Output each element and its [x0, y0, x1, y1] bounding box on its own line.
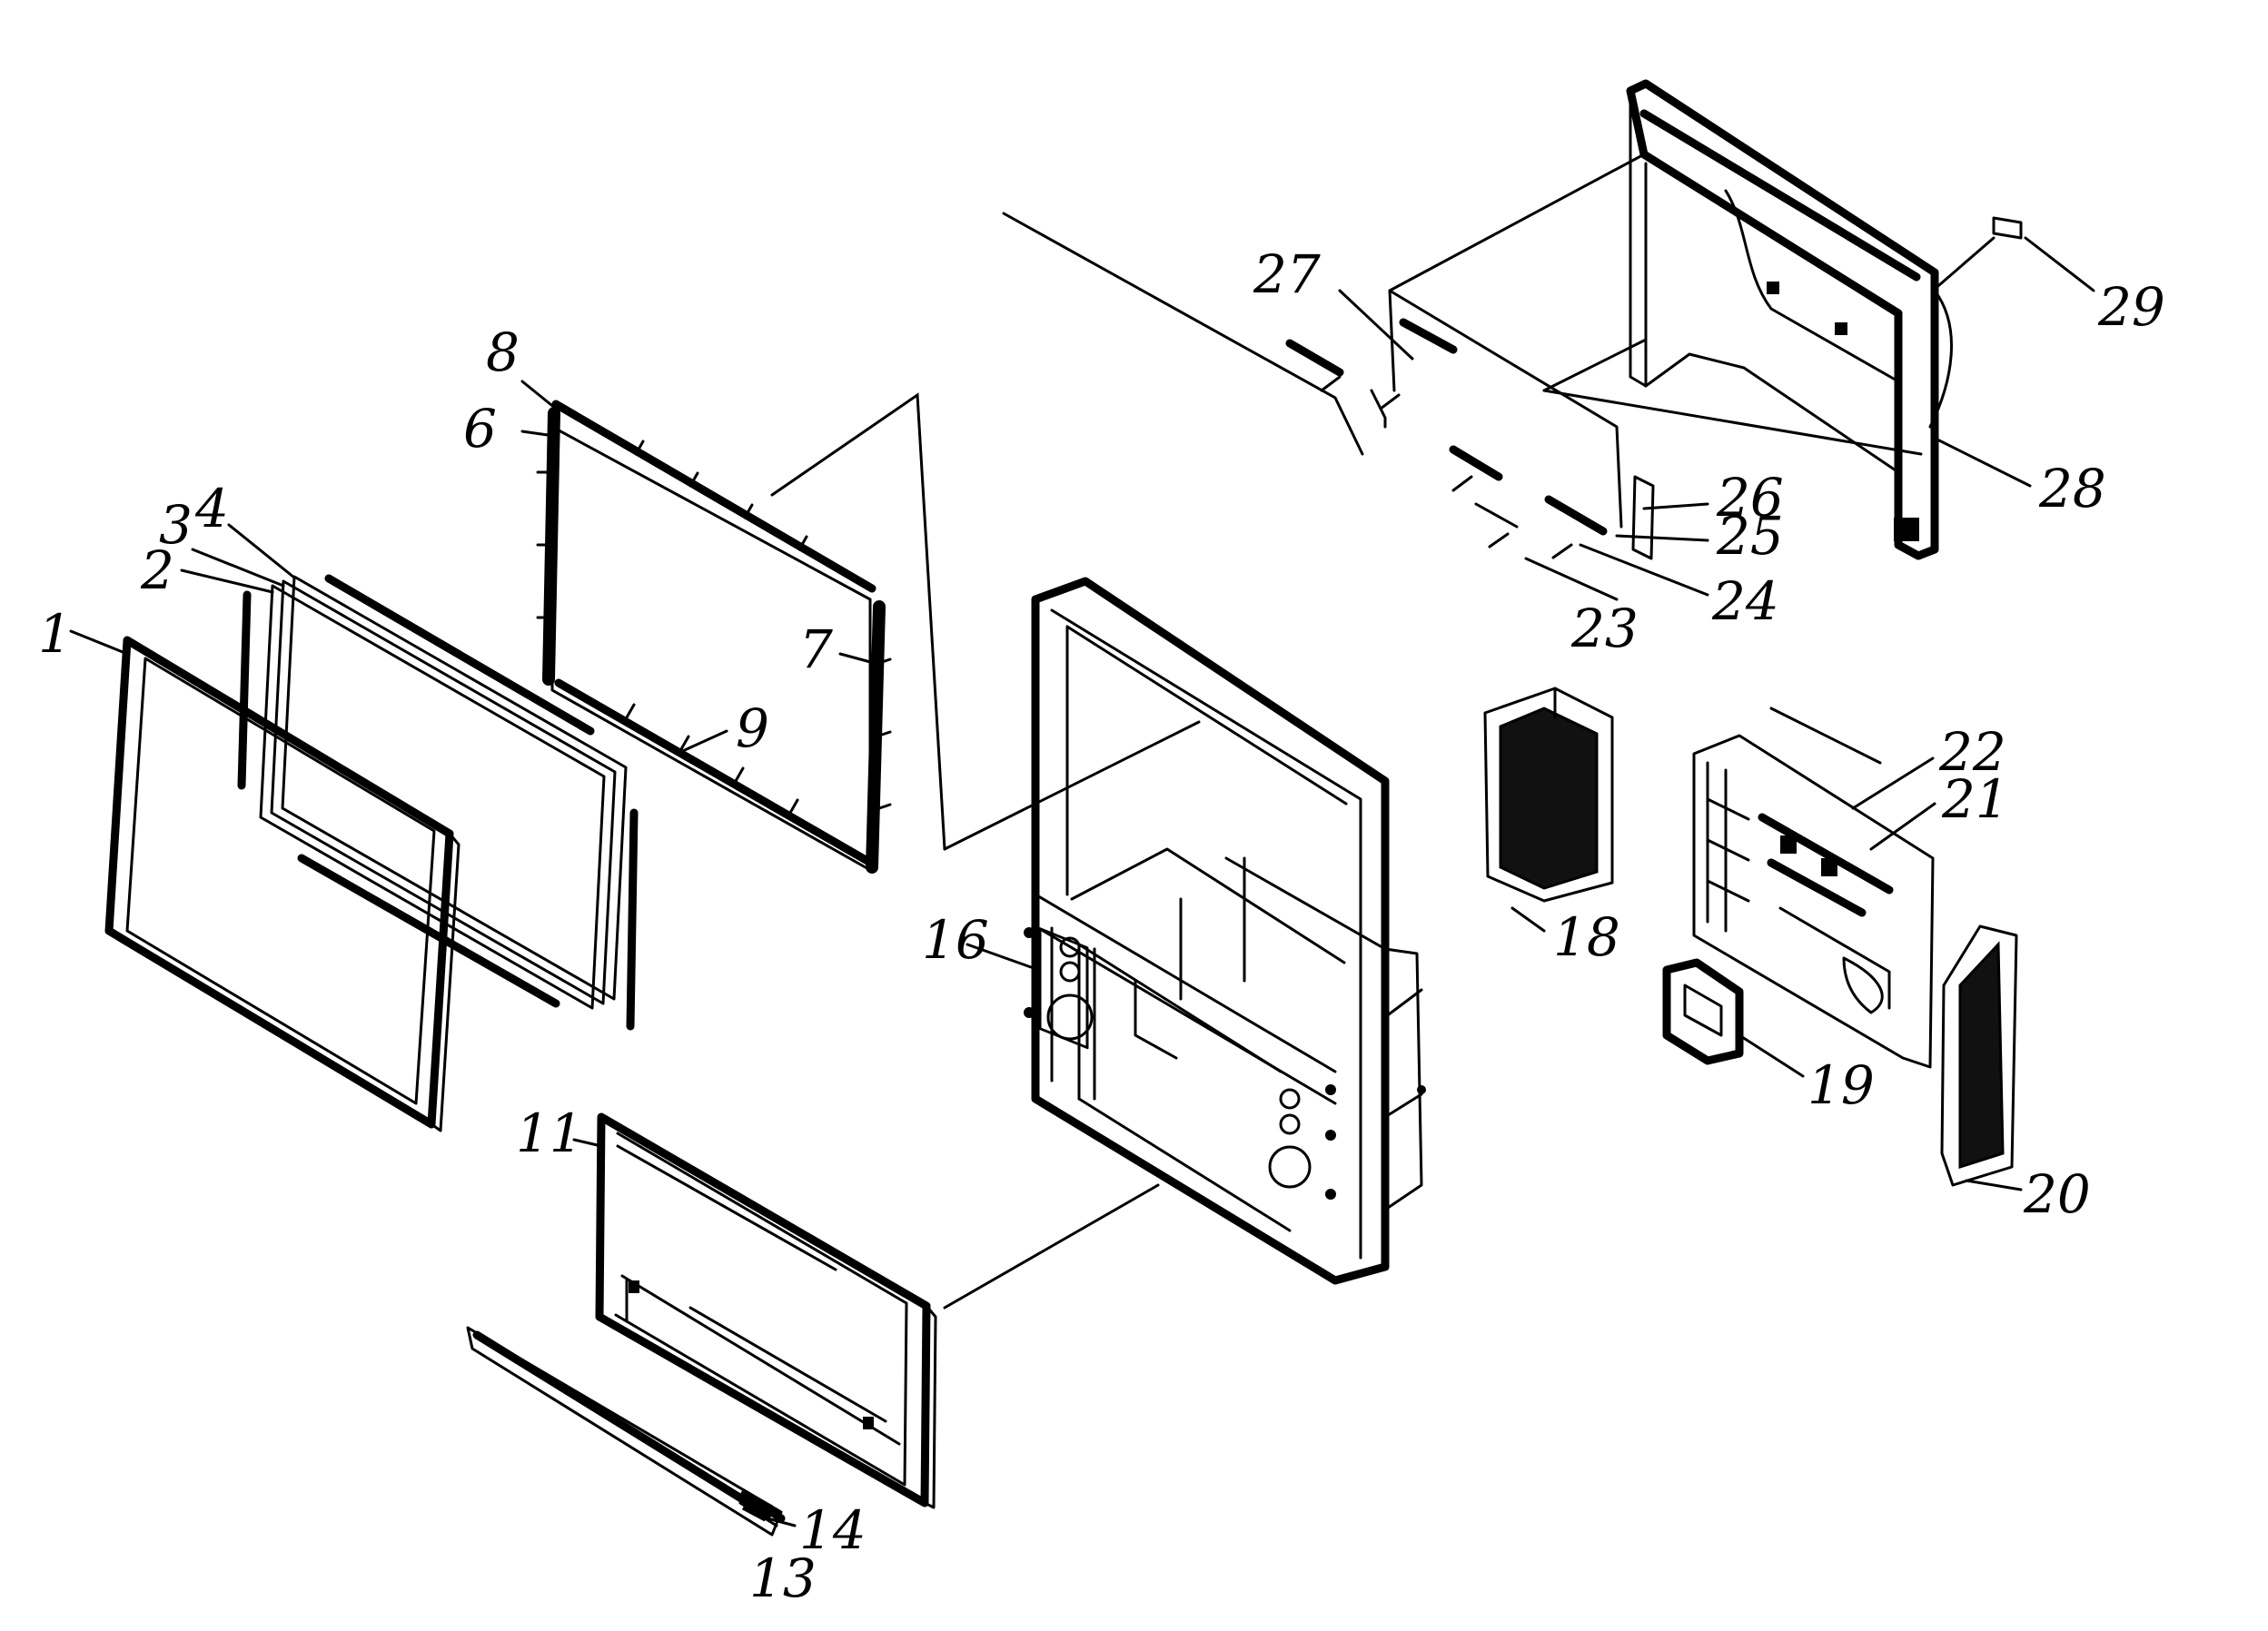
callout-1: 1: [38, 603, 72, 665]
part-13-14-speaker-strip: [466, 1326, 786, 1537]
callout-9: 9: [736, 697, 769, 759]
assembly-guide-lines: [770, 212, 1923, 1310]
callout-18: 18: [1553, 906, 1620, 968]
callout-3: 3: [159, 494, 193, 556]
callout-7: 7: [799, 618, 833, 680]
callout-4: 4: [194, 478, 229, 539]
part-19-small-module: [1662, 958, 1744, 1065]
callout-28: 28: [2038, 458, 2106, 519]
part-21-22-rear-board: [1692, 734, 1935, 1069]
part-16-main-cabinet: [1024, 577, 1426, 1285]
callout-24: 24: [1711, 570, 1779, 632]
part-11-lower-front-panel: [595, 1112, 937, 1509]
callout-25: 25: [1716, 505, 1784, 567]
part-18-side-grille: [1483, 687, 1614, 903]
part-23-to-29-upper-rear-assembly: [1285, 79, 2023, 560]
part-1-front-bezel: [104, 636, 461, 1132]
callout-26: 26: [1716, 467, 1784, 529]
callout-20: 20: [2023, 1163, 2091, 1225]
callout-29: 29: [2097, 276, 2165, 338]
callout-2: 2: [140, 539, 174, 601]
part-6-7-8-9-lens-frame: [536, 400, 892, 874]
callout-6: 6: [463, 398, 497, 460]
callout-14: 14: [799, 1499, 867, 1561]
part-2-3-4-screen-panels: [237, 574, 639, 1031]
callout-numbers: 1 2 3 4 6 7 8 9 11 13 14 16 18 19 20 21 …: [38, 243, 2165, 1609]
part-20-rear-side-grille: [1940, 924, 2018, 1187]
callout-23: 23: [1570, 598, 1639, 659]
callout-leaders: [69, 236, 2095, 1527]
callout-22: 22: [1938, 721, 2006, 783]
callout-21: 21: [1941, 768, 2009, 830]
callout-27: 27: [1253, 243, 1321, 305]
callout-11: 11: [516, 1102, 583, 1164]
callout-16: 16: [922, 909, 989, 971]
callout-19: 19: [1807, 1054, 1875, 1116]
callout-13: 13: [749, 1547, 817, 1609]
callout-8: 8: [486, 321, 520, 383]
